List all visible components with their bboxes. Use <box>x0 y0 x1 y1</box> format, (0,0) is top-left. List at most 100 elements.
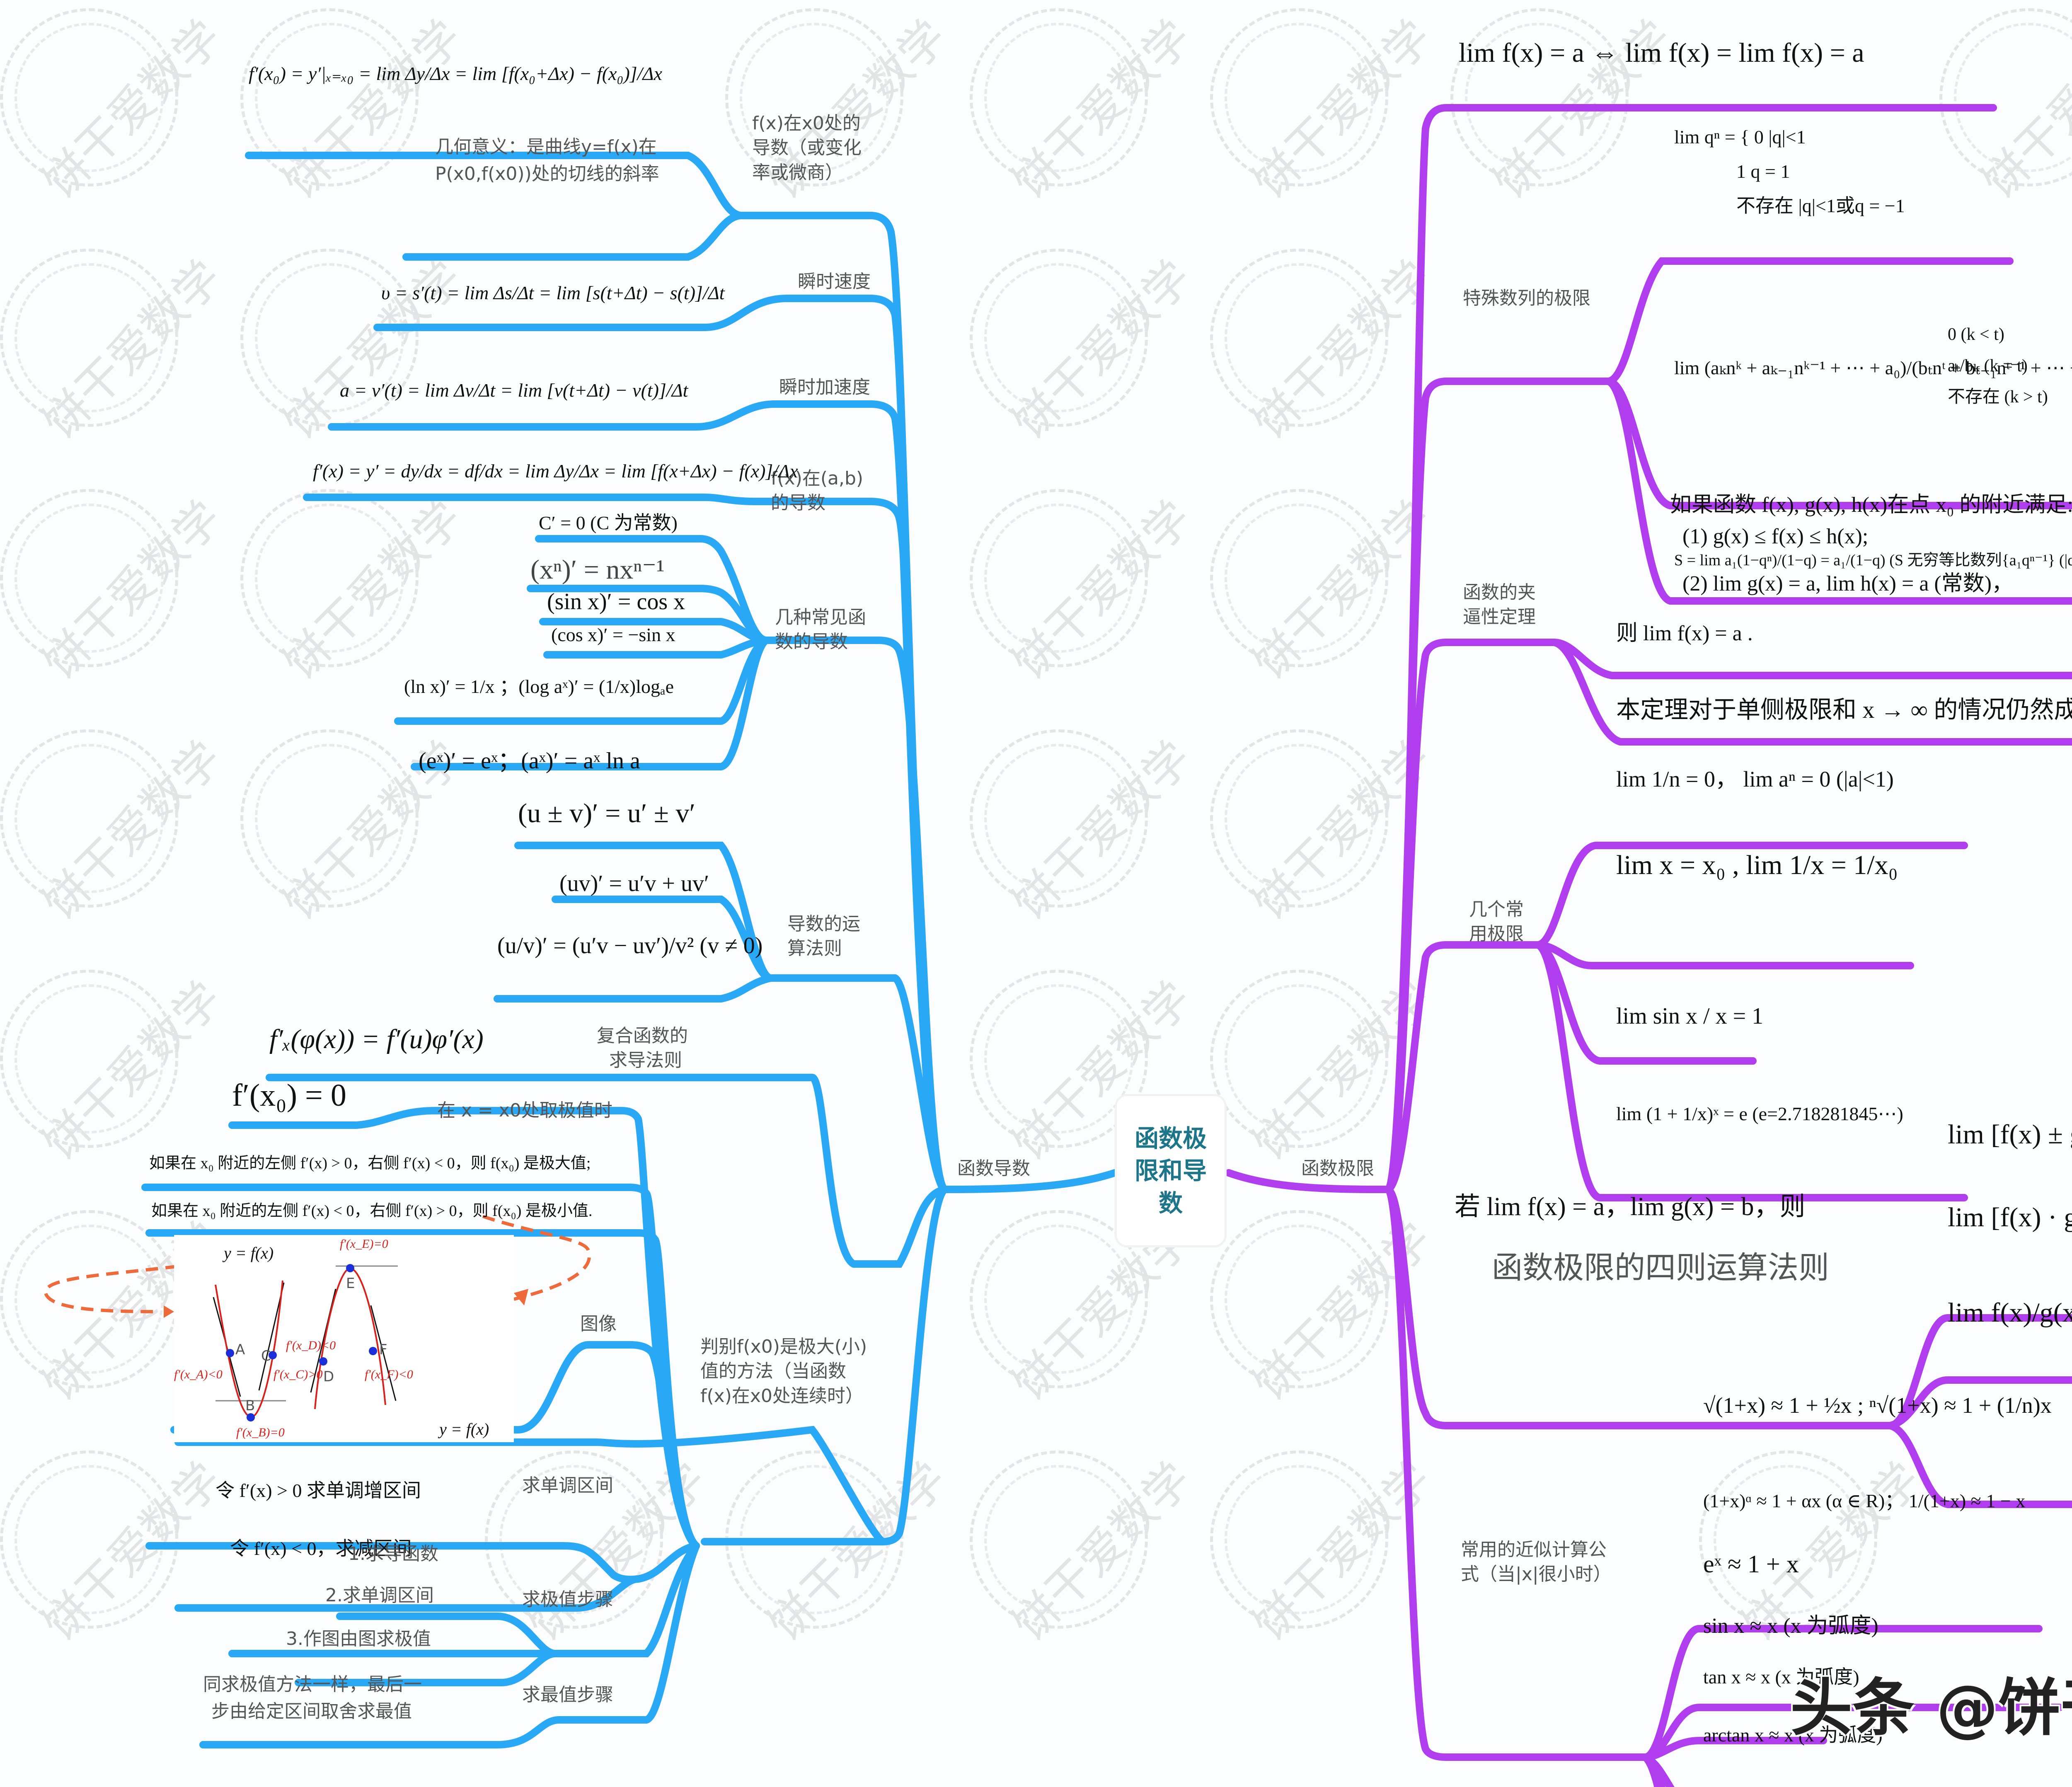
watermark-stamp: 饼干爱数学 <box>1210 8 1442 209</box>
extremum-graph: y = f(x) y = f(x) A B C D E F f′(x_A)<0 … <box>174 1235 514 1442</box>
main-node-derivative[interactable]: 函数导数 <box>957 1158 1030 1179</box>
graph-annotation-a: f′(x_A)<0 <box>174 1368 223 1381</box>
formula-approx-arctan: arctan x ≈ x (x 为弧度) <box>1703 1724 1883 1746</box>
formula-critical-point: f′(x₀) = 0 <box>232 1078 346 1113</box>
formula-cos: (cos x)′ = −sin x <box>551 624 675 645</box>
node-common-limits[interactable]: 几个常用极限 <box>1469 899 1524 945</box>
root-node-label: 函数极限和导数 <box>1134 1124 1207 1218</box>
graph-annotation-c: f′(x_C)>0 <box>274 1368 323 1381</box>
watermark-stamp: 饼干爱数学 <box>1210 1210 1442 1411</box>
graph-annotation-b: f′(x_B)=0 <box>236 1426 285 1439</box>
squeeze-condition-2: (2) lim g(x) = a, lim h(x) = a (常数)， <box>1682 572 2014 596</box>
formula-product-rule: (uv)′ = u′v + uv′ <box>559 871 709 896</box>
formula-chain-rule: f′ₓ(φ(x)) = f′(u)φ′(x) <box>269 1024 484 1054</box>
graph-label-curve-left: y = f(x) <box>224 1244 274 1262</box>
extremum-branch-lines <box>141 1107 700 1748</box>
root-node[interactable]: 函数极限和导数 <box>1115 1094 1227 1247</box>
formula-geometric-series: S = lim a₁(1−qⁿ)/(1−q) = a₁/(1−q) (S 无穷等… <box>1674 552 2072 569</box>
step-3: 3.作图由图求极值 <box>286 1628 431 1649</box>
squeeze-condition-1: (1) g(x) ≤ f(x) ≤ h(x); <box>1682 525 1869 548</box>
node-limit-arithmetic-rules[interactable]: 函数极限的四则运算法则 <box>1492 1250 1829 1286</box>
watermark-stamp: 饼干爱数学 <box>970 489 1201 690</box>
watermark-stamp: 饼干爱数学 <box>970 1450 1201 1651</box>
node-approximation-formulas[interactable]: 常用的近似计算公式（当|x|很小时） <box>1461 1539 1612 1585</box>
watermark-stamp: 饼干爱数学 <box>1210 489 1442 690</box>
node-max-value-steps[interactable]: 求最值步骤 <box>522 1684 613 1705</box>
graph-point-d: D <box>323 1368 334 1385</box>
arithmetic-premise: 若 lim f(x) = a，lim g(x) = b，则 <box>1455 1193 1806 1221</box>
watermark-stamp: 饼干爱数学 <box>1450 8 1682 209</box>
max-value-text-line2: 步由给定区间取舍求最值 <box>211 1701 412 1722</box>
graph-point-a: A <box>235 1341 245 1358</box>
squeeze-conclusion: 则 lim f(x) = a . <box>1616 622 1753 645</box>
formula-approx-exp: eˣ ≈ 1 + x <box>1703 1550 1799 1578</box>
formula-rational-limit: lim (aₖnᵏ + aₖ₋₁nᵏ⁻¹ + ⋯ + a₀)/(bₜnᵗ + b… <box>1674 357 2072 378</box>
watermark-stamp: 饼干爱数学 <box>725 8 957 209</box>
formula-rational-limit-cases: 0 (k < t) aₜ/bₖ (k = t) 不存在 (k > t) <box>1948 325 2048 407</box>
node-chain-rule[interactable]: 复合函数的求导法则 <box>597 1025 688 1071</box>
extremum-graph-svg <box>213 1264 398 1421</box>
watermark-stamp: 饼干爱数学 <box>0 1450 232 1651</box>
formula-power: (xⁿ)′ = nxⁿ⁻¹ <box>530 555 665 585</box>
node-squeeze-theorem[interactable]: 函数的夹逼性定理 <box>1463 582 1536 628</box>
node-extremum-steps[interactable]: 求极值步骤 <box>522 1589 613 1610</box>
graph-point-e: E <box>346 1275 355 1292</box>
formula-derivative-interval: f′(x) = y′ = dy/dx = df/dx = lim Δy/Δx =… <box>313 460 798 482</box>
node-derivative-at-x0[interactable]: f(x)在x0处的导数（或变化率或微商） <box>752 113 862 183</box>
formula-approx-sin: sin x ≈ x (x 为弧度) <box>1703 1614 1878 1638</box>
watermark-stamp: 饼干爱数学 <box>1210 249 1442 449</box>
graph-point-c: C <box>261 1348 271 1364</box>
formula-derivative-definition: f′(x₀) = y′|ₓ₌ₓ₀ = lim Δy/Δx = lim [f(x₀… <box>249 63 662 84</box>
squeeze-premise: 如果函数 f(x), g(x), h(x)在点 x₀ 的附近满足: <box>1670 493 2072 517</box>
watermark-stamp: 饼干爱数学 <box>970 1210 1201 1411</box>
watermark-stamp: 饼干爱数学 <box>0 489 232 690</box>
watermark-stamp: 饼干爱数学 <box>240 729 472 930</box>
formula-sum-rule: (u ± v)′ = u′ ± v′ <box>518 798 695 828</box>
text-local-max-rule: 如果在 x₀ 附近的左侧 f′(x) > 0，右侧 f′(x) < 0，则 f(… <box>149 1155 591 1172</box>
formula-log: (ln x)′ = 1/x ；(log aˣ)′ = (1/x)logₐe <box>404 676 674 697</box>
watermark-stamp: 饼干爱数学 <box>1210 729 1442 930</box>
watermark-stamp: 饼干爱数学 <box>0 249 232 449</box>
watermark-stamp: 饼干爱数学 <box>240 489 472 690</box>
watermark-stamp: 饼干爱数学 <box>970 249 1201 449</box>
node-graph[interactable]: 图像 <box>580 1313 617 1334</box>
graph-point-f: F <box>379 1341 387 1358</box>
graph-annotation-f: f′(x_F)<0 <box>365 1368 413 1381</box>
node-derivative-rules[interactable]: 导数的运算法则 <box>787 913 860 959</box>
formula-exp: (eˣ)′ = eˣ；(aˣ)′ = aˣ ln a <box>419 748 640 774</box>
graph-annotation-e: f′(x_E)=0 <box>340 1237 388 1251</box>
node-common-derivatives[interactable]: 几种常见函数的导数 <box>775 607 866 653</box>
source-credit: 头条 @饼干爱数学 <box>1790 1672 2072 1744</box>
arrow-heads <box>164 1289 528 1318</box>
formula-approx-sqrt: √(1+x) ≈ 1 + ½x ; ⁿ√(1+x) ≈ 1 + (1/n)x <box>1703 1393 2052 1418</box>
node-special-sequence-limits[interactable]: 特殊数列的极限 <box>1463 288 1590 309</box>
formula-velocity: υ = s′(t) = lim Δs/Δt = lim [s(t+Δt) − s… <box>381 282 725 303</box>
right-branch-lines <box>1225 104 2072 1787</box>
formula-sin: (sin x)′ = cos x <box>547 589 685 615</box>
squeeze-note: 本定理对于单侧极限和 x → ∞ 的情况仍然成立. <box>1616 696 2072 723</box>
node-monotonic-intervals[interactable]: 求单调区间 <box>522 1475 613 1496</box>
node-instant-velocity[interactable]: 瞬时速度 <box>798 271 871 292</box>
formula-quotient-rule: (u/v)′ = (u′v − uv′)/v² (v ≠ 0) <box>497 933 763 959</box>
watermark-stamp: 饼干爱数学 <box>970 970 1201 1170</box>
formula-acceleration: a = v′(t) = lim Δv/Δt = lim [v(t+Δt) − v… <box>340 380 688 401</box>
text-decreasing-interval: 令 f′(x) < 0，求减区间 <box>230 1538 412 1559</box>
watermark-stamp: 饼干爱数学 <box>970 8 1201 209</box>
node-instant-acceleration[interactable]: 瞬时加速度 <box>779 377 870 398</box>
node-extremum-condition[interactable]: 在 x = x0处取极值时 <box>437 1100 612 1121</box>
max-value-text-line1: 同求极值方法一样，最后一 <box>203 1674 422 1695</box>
watermark-stamp: 饼干爱数学 <box>1210 1450 1442 1651</box>
graph-annotation-d: f′(x_D)<0 <box>286 1339 336 1352</box>
formula-one-sided-limits: lim f(x) = a ⇔ lim f(x) = lim f(x) = a <box>1459 38 1864 68</box>
watermark-stamp: 饼干爱数学 <box>1210 970 1442 1170</box>
watermark-stamp: 饼干爱数学 <box>0 970 232 1170</box>
main-node-limit[interactable]: 函数极限 <box>1301 1158 1374 1179</box>
formula-constant: C′ = 0 (C 为常数) <box>539 512 678 533</box>
step-2: 2.求单调区间 <box>325 1585 434 1606</box>
watermark-stamp: 饼干爱数学 <box>0 8 232 209</box>
graph-label-curve-right: y = f(x) <box>439 1420 489 1438</box>
node-derivative-on-interval[interactable]: f(x)在(a,b)的导数 <box>771 468 864 514</box>
